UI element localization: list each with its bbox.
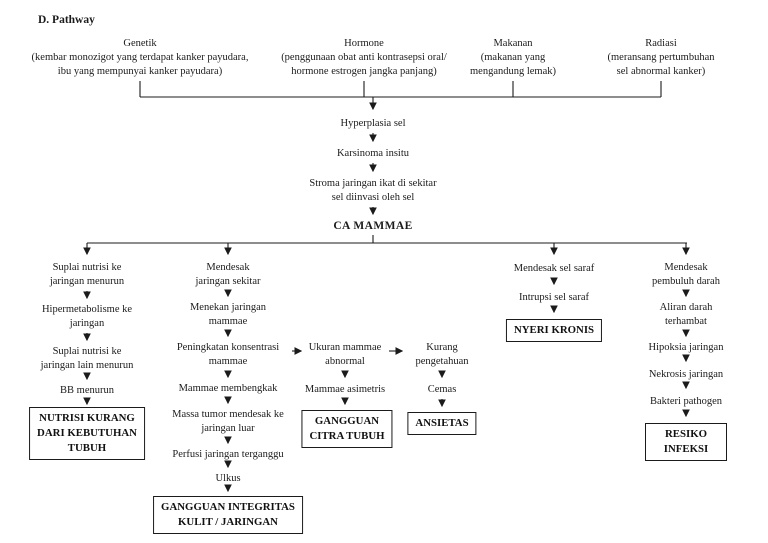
diagnosis-box-gangguan-integritas: GANGGUAN INTEGRITAS KULIT / JARINGAN bbox=[153, 496, 303, 534]
node-stroma-invasi: Stroma jaringan ikat di sekitar sel diin… bbox=[309, 178, 437, 203]
node-hipermetabolisme: Hipermetabolisme ke jaringan bbox=[41, 304, 133, 329]
node-aliran-darah-terhambat: Aliran darah terhambat bbox=[659, 302, 713, 327]
node-karsinoma-insitu: Karsinoma insitu bbox=[336, 148, 410, 159]
node-cause-hormone: Hormone (penggunaan obat anti kontraseps… bbox=[281, 38, 447, 77]
diagnosis-box-gangguan-citra-tubuh: GANGGUAN CITRA TUBUH bbox=[301, 410, 393, 448]
node-peningkatan-konsentrasi-mammae: Peningkatan konsentrasi mammae bbox=[176, 342, 280, 367]
node-perfusi-jaringan-terganggu: Perfusi jaringan terganggu bbox=[172, 449, 284, 460]
node-nekrosis-jaringan: Nekrosis jaringan bbox=[648, 369, 724, 380]
node-cause-genetik: Genetik (kembar monozigot yang terdapat … bbox=[31, 38, 249, 77]
node-suplai-nutrisi-menurun: Suplai nutrisi ke jaringan menurun bbox=[49, 262, 125, 287]
diagnosis-box-resiko-infeksi: RESIKO INFEKSI bbox=[645, 423, 727, 461]
node-massa-tumor-mendesak: Massa tumor mendesak ke jaringan luar bbox=[172, 409, 284, 434]
node-intrupsi-sel-saraf: Intrupsi sel saraf bbox=[519, 292, 589, 303]
node-mammae-asimetris: Mammae asimetris bbox=[304, 384, 386, 395]
node-bakteri-pathogen: Bakteri pathogen bbox=[649, 396, 723, 407]
node-bb-menurun: BB menurun bbox=[60, 385, 114, 396]
diagnosis-box-nyeri-kronis: NYERI KRONIS bbox=[505, 319, 603, 342]
node-mendesak-pembuluh-darah: Mendesak pembuluh darah bbox=[652, 262, 720, 287]
node-hyperplasia-sel: Hyperplasia sel bbox=[340, 118, 406, 129]
node-cemas: Cemas bbox=[427, 384, 457, 395]
page-title: D. Pathway bbox=[38, 14, 95, 26]
node-cause-radiasi: Radiasi (meransang pertumbuhan sel abnor… bbox=[607, 38, 715, 77]
node-kurang-pengetahuan: Kurang pengetahuan bbox=[415, 342, 469, 367]
branch-connectors bbox=[83, 242, 690, 256]
node-mendesak-jaringan-sekitar: Mendesak jaringan sekitar bbox=[195, 262, 261, 287]
node-ukuran-mammae-abnormal: Ukuran mammae abnormal bbox=[308, 342, 382, 367]
node-cause-makanan: Makanan (makanan yang mengandung lemak) bbox=[469, 38, 557, 77]
node-ulkus: Ulkus bbox=[215, 473, 241, 484]
node-menekan-jaringan-mammae: Menekan jaringan mammae bbox=[189, 302, 267, 327]
node-mammae-membengkak: Mammae membengkak bbox=[178, 383, 278, 394]
node-suplai-nutrisi-lain-menurun: Suplai nutrisi ke jaringan lain menurun bbox=[40, 346, 134, 371]
diagnosis-box-ansietas: ANSIETAS bbox=[407, 412, 477, 435]
top-connectors bbox=[139, 81, 662, 111]
node-mendesak-sel-saraf: Mendesak sel saraf bbox=[513, 263, 595, 274]
node-ca-mammae: CA MAMMAE bbox=[333, 220, 413, 232]
diagnosis-box-nutrisi-kurang: NUTRISI KURANG DARI KEBUTUHAN TUBUH bbox=[29, 407, 145, 460]
node-hipoksia-jaringan: Hipoksia jaringan bbox=[648, 342, 724, 353]
